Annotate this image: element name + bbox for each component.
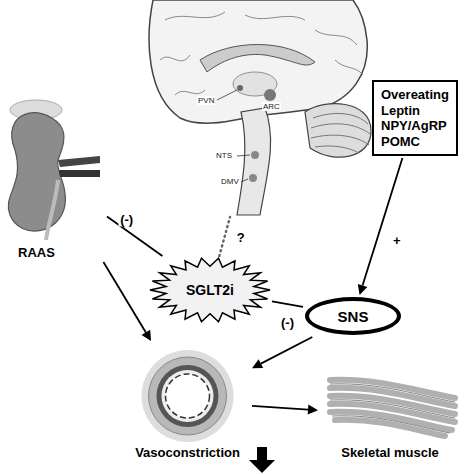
kidney-drawing: [8, 100, 100, 240]
edge-label: (-): [279, 315, 296, 330]
arrowhead: [358, 284, 368, 295]
system-label: SNS: [338, 308, 369, 325]
muscle-node: Skeletal muscle: [320, 370, 460, 460]
cerebellum: [305, 104, 371, 158]
edge-label: (-): [118, 212, 135, 227]
renal-artery: [58, 156, 100, 167]
edge-label: ?: [235, 229, 247, 244]
connector: [219, 217, 230, 256]
dotted-connector-line: [219, 217, 230, 256]
kidney-label: RAAS: [18, 245, 55, 260]
vessel-intima: [162, 370, 214, 422]
muscle-drawing: [330, 380, 455, 436]
cerebellum-folia: [311, 113, 370, 153]
arrowhead: [308, 405, 318, 415]
kidney-node: RAAS: [0, 95, 105, 260]
vessel-node: Vasoconstriction: [125, 343, 250, 460]
vessel-media: [157, 365, 219, 427]
pvn-nucleus: [237, 85, 243, 91]
process-box: Overeating Leptin NPY/AgRP POMC: [372, 80, 458, 156]
connector: [272, 301, 303, 307]
outcome-arrow: [249, 447, 275, 473]
connector-line: [261, 337, 312, 364]
nucleus-label: DMV: [220, 177, 240, 186]
muscle-label: Skeletal muscle: [341, 445, 439, 460]
connector-line: [363, 158, 403, 285]
corpus-callosum: [200, 45, 315, 73]
ureter: [46, 180, 58, 240]
connector: [358, 158, 403, 295]
nucleus-label: NTS: [215, 151, 233, 160]
dmv-nucleus: [249, 174, 257, 182]
renal-vein: [59, 170, 100, 177]
nts-nucleus: [251, 151, 259, 159]
vessel-lumen: [166, 374, 210, 418]
vessel-label: Vasoconstriction: [135, 445, 240, 460]
connector: [252, 405, 318, 415]
leader-lines: [217, 90, 250, 182]
starburst-node: SGLT2i: [150, 258, 270, 322]
muscle-striations: [330, 384, 455, 433]
drug-label: SGLT2i: [186, 282, 234, 298]
brain-region: PVN ARC NTS DMV: [145, 0, 375, 215]
connector: [103, 262, 151, 341]
vessel-outer-wall: [149, 357, 227, 435]
muscle-fibers: [330, 380, 455, 436]
connector-line: [272, 301, 303, 307]
arrowhead: [142, 330, 151, 341]
connector-line: [252, 406, 308, 410]
arc-nucleus: [264, 89, 276, 101]
brainstem: [237, 108, 271, 215]
vessel-adventitia: [142, 350, 234, 442]
edge-label: +: [391, 233, 403, 248]
connector-line: [103, 262, 145, 332]
arrow-head: [249, 460, 275, 473]
box-text: Overeating Leptin NPY/AgRP POMC: [381, 87, 449, 149]
brain-drawing: [149, 0, 371, 215]
arrowhead: [252, 359, 263, 368]
nucleus-label: ARC: [262, 102, 281, 111]
ellipse-node: SNS: [305, 297, 401, 335]
starburst-shape: [150, 258, 270, 321]
vessel-drawing: [142, 350, 234, 442]
kidney: [8, 113, 65, 231]
nucleus-label: PVN: [197, 96, 215, 105]
connector: [252, 337, 312, 368]
gyri: [160, 12, 363, 95]
arrow-shaft: [257, 447, 267, 461]
